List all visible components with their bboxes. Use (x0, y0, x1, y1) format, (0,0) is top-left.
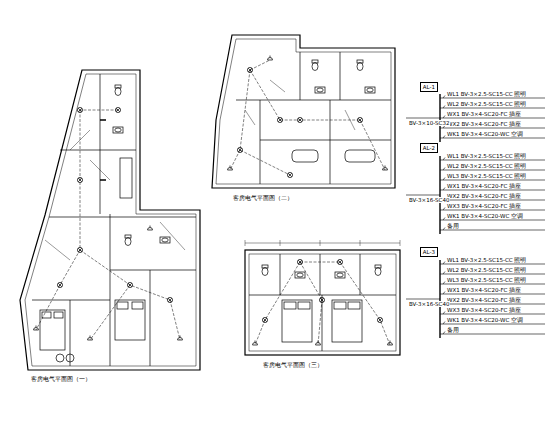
wire-line (440, 108, 545, 109)
wire-line (440, 274, 545, 275)
wire-line (443, 312, 445, 315)
wire-line (440, 98, 545, 99)
circuit-label: WL2 BV-3×2.5-SC15-CC 照明 (446, 267, 527, 273)
wire-line (440, 314, 545, 315)
circuit-label: WX2 BV-3×4-SC20-FC 插座 (446, 297, 522, 303)
wire-line (440, 170, 545, 171)
plan-two (212, 35, 395, 188)
wire-line (443, 322, 445, 325)
circuit-label: WK1 BV-3×4-SC20-WC 空调 (446, 213, 524, 219)
circuit-label: WX2 BV-3×4-SC20-FC 插座 (446, 121, 522, 127)
circuit-label: WL1 BV-3×2.5-SC15-CC 照明 (446, 91, 527, 97)
wire-line (440, 304, 545, 305)
circuit-label: WX3 BV-3×4-SC20-FC 插座 (446, 203, 522, 209)
drawing-title: 客房电气平面图（二） (232, 195, 294, 201)
feeder-label: BV-3×16-SC40 (408, 197, 450, 203)
feeder-label: BV-3×10-SC32 (408, 120, 450, 126)
wire-line (440, 118, 545, 119)
plan-three (245, 240, 400, 355)
circuit-label: WL1 BV-3×2.5-SC15-CC 照明 (446, 257, 527, 263)
wire-line (440, 334, 545, 335)
wire-line (440, 190, 545, 191)
wire-line (443, 96, 445, 99)
circuit-label: WX1 BV-3×4-SC20-FC 插座 (446, 287, 522, 293)
drawing-title: 客房电气平面图（三） (262, 362, 324, 368)
circuit-label: WK1 BV-3×4-SC20-WC 空调 (446, 317, 524, 323)
wire-line (443, 282, 445, 285)
wire-line (440, 210, 545, 211)
wire-line (440, 294, 545, 295)
circuit-label: WL2 BV-3×2.5-SC15-CC 照明 (446, 101, 527, 107)
wire-line (440, 324, 545, 325)
wire-line (440, 284, 545, 285)
wire-line (443, 332, 445, 335)
plan-one (20, 70, 200, 370)
wire-line (406, 118, 440, 119)
wire-line (440, 264, 545, 265)
wire-line (443, 272, 445, 275)
wire-line (443, 188, 445, 191)
wire-line (440, 200, 545, 201)
wire-line (443, 116, 445, 119)
feeder-label: BV-3×16-SC40 (408, 301, 450, 307)
wire-line (443, 208, 445, 211)
circuit-label: WX2 BV-3×4-SC20-FC 插座 (446, 193, 522, 199)
panel-name: AL-3 (423, 249, 435, 255)
wire-line (440, 230, 545, 231)
wire-line (443, 262, 445, 265)
wire-line (443, 136, 445, 139)
wire-line (406, 195, 440, 196)
circuit-label: WL3 BV-3×2.5-SC15-CC 照明 (446, 173, 527, 179)
wire-line (406, 299, 440, 300)
panel-name: AL-1 (423, 84, 435, 90)
circuit-label: WL3 BV-3×2.5-SC15-CC 照明 (446, 277, 527, 283)
circuit-label: WX1 BV-3×4-SC20-FC 插座 (446, 183, 522, 189)
wire-line (440, 180, 545, 181)
wire-line (443, 292, 445, 295)
circuit-label: WX1 BV-3×4-SC20-FC 插座 (446, 111, 522, 117)
panel-box: AL-3 (420, 247, 438, 257)
circuit-label: 备用 (446, 223, 460, 229)
circuit-label: WX3 BV-3×4-SC20-FC 插座 (446, 307, 522, 313)
panel-box: AL-2 (420, 143, 438, 153)
wire-line (443, 228, 445, 231)
wire-line (440, 160, 545, 161)
panel-name: AL-2 (423, 145, 435, 151)
wire-line (443, 158, 445, 161)
circuit-label: WK1 BV-3×4-SC20-WC 空调 (446, 131, 524, 137)
wire-line (443, 106, 445, 109)
wire-line (440, 128, 545, 129)
circuit-label: WL1 BV-3×2.5-SC15-CC 照明 (446, 153, 527, 159)
wire-line (443, 218, 445, 221)
wire-line (443, 168, 445, 171)
circuit-label: 备用 (446, 327, 460, 333)
wire-line (440, 220, 545, 221)
wire-line (440, 138, 545, 139)
drawing-title: 客房电气平面图（一） (30, 376, 92, 382)
panel-box: AL-1 (420, 82, 438, 92)
circuit-label: WL2 BV-3×2.5-SC15-CC 照明 (446, 163, 527, 169)
wire-line (443, 178, 445, 181)
